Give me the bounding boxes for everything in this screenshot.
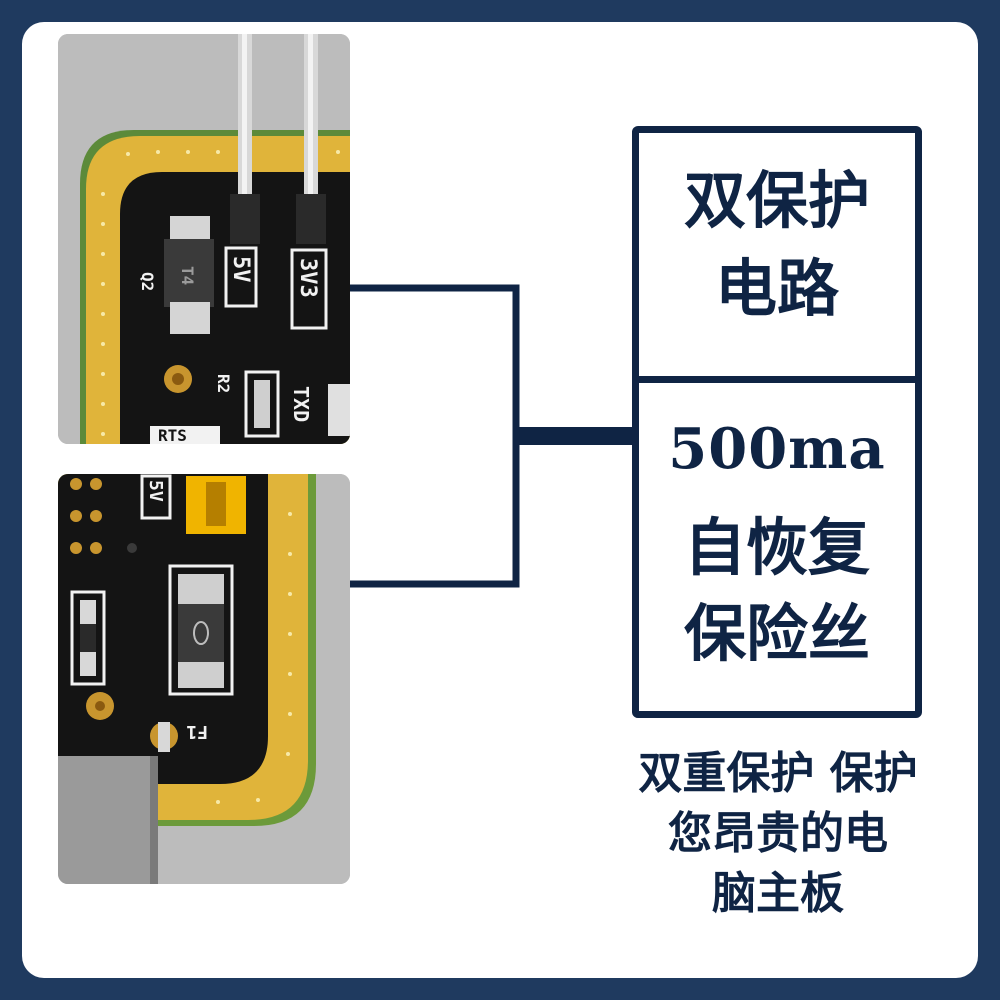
silk-3v3-label: 3V3 — [295, 258, 320, 298]
panel-divider — [639, 376, 915, 383]
pcb-photo-top: T4 Q2 5V 3V3 R2 TXD RTS — [58, 34, 350, 444]
panel-title: 双保护 电路 — [683, 164, 870, 325]
silk-f1-label: F1 — [186, 721, 208, 742]
pcb-closeup-illustration: T4 Q2 5V 3V3 R2 TXD RTS — [58, 34, 350, 444]
pcb-photo-bottom: 5V F1 — [58, 474, 350, 884]
footer-caption: 双重保护 保护 您昂贵的电 脑主板 — [638, 748, 918, 919]
feature-panel: 双保护 电路 500ma 自恢复 保险丝 — [632, 126, 922, 718]
content-card: T4 Q2 5V 3V3 R2 TXD RTS — [22, 22, 978, 978]
silk-r2-label: R2 — [214, 374, 233, 393]
silk-rts-label: RTS — [158, 426, 187, 444]
silk-q2-label: Q2 — [138, 272, 157, 291]
fuse-closeup-illustration: 5V F1 — [58, 474, 350, 884]
silk-5v-label-bottom: 5V — [145, 480, 166, 502]
silk-5v-label: 5V — [228, 256, 253, 283]
silk-t4-label: T4 — [178, 266, 197, 285]
silk-txd-label: TXD — [289, 386, 313, 422]
fuse-rating: 500ma — [668, 416, 886, 482]
fuse-description: 自恢复 保险丝 — [683, 511, 870, 670]
